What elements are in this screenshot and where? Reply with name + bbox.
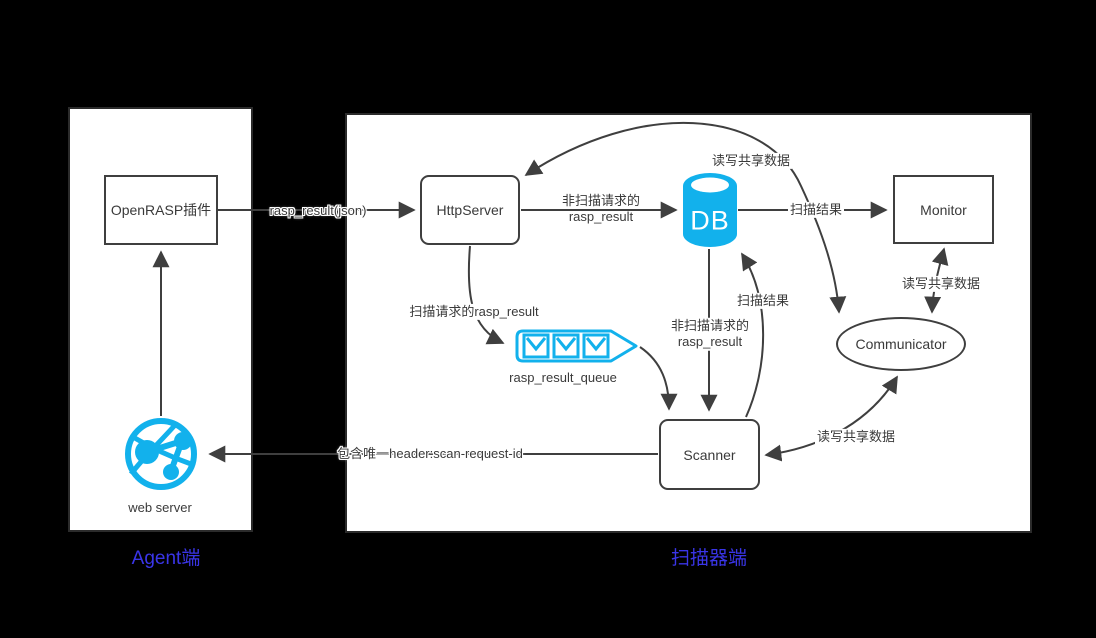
- envelope-icon: [522, 333, 550, 359]
- node-scanner: Scanner: [659, 419, 760, 490]
- edge-label-scan-request-to-queue: 扫描请求的rasp_result: [407, 303, 541, 321]
- edge-label-rasp-result-json: rasp_result(json): [269, 202, 367, 218]
- edge-label-shared-scanner-communicator: 读写共享数据: [814, 428, 898, 446]
- edge-label-non-scan-db-scanner: 非扫描请求的 rasp_result: [668, 317, 752, 351]
- node-openrasp-plugin: OpenRASP插件: [104, 175, 218, 245]
- edge-scan-request-to-queue: [467, 245, 505, 345]
- edge-label-scan-result-db-monitor: 扫描结果: [787, 201, 845, 219]
- node-monitor: Monitor: [893, 175, 994, 244]
- node-communicator-label: Communicator: [855, 336, 947, 352]
- agent-panel-caption: Agent端: [131, 548, 201, 569]
- node-scanner-label: Scanner: [683, 446, 736, 463]
- node-monitor-label: Monitor: [920, 201, 967, 218]
- queue-label: rasp_result_queue: [509, 370, 617, 385]
- node-openrasp-plugin-label: OpenRASP插件: [110, 202, 212, 218]
- web-server-label: web server: [128, 500, 192, 515]
- node-communicator: Communicator: [836, 317, 966, 371]
- edge-label-scan-request-header: 包含唯一header:scan-request-id: [337, 445, 523, 461]
- envelope-icon: [552, 333, 580, 359]
- scanner-panel-caption: 扫描器端: [670, 548, 748, 569]
- node-httpserver: HttpServer: [420, 175, 520, 245]
- edge-label-shared-monitor-communicator: 读写共享数据: [899, 275, 983, 293]
- edge-label-scan-result-scanner-db: 扫描结果: [734, 292, 792, 310]
- web-server-globe-icon: [125, 418, 197, 490]
- database-cylinder-icon: [683, 173, 737, 247]
- node-db-label: DB: [690, 205, 730, 236]
- edge-label-non-scan-http-db: 非扫描请求的 rasp_result: [561, 192, 641, 224]
- node-httpserver-label: HttpServer: [436, 202, 504, 218]
- message-queue-icon: [515, 329, 638, 363]
- envelope-icon: [582, 333, 610, 359]
- edge-queue-to-scanner: [639, 346, 678, 411]
- edge-label-shared-http-communicator: 读写共享数据: [709, 152, 793, 170]
